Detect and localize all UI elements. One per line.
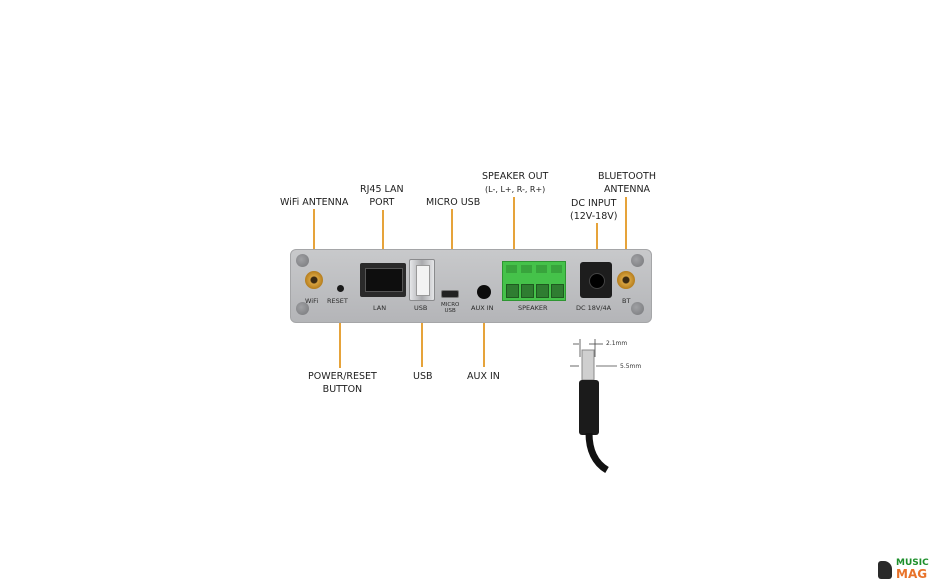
aux-in-port-label: AUX IN: [471, 304, 494, 312]
screw-icon: [631, 254, 644, 267]
rj45-lan-port-label: RJ45 LAN PORT: [360, 183, 404, 209]
speaker-out-line1: SPEAKER OUT: [482, 171, 549, 182]
wifi-leader-line: [313, 209, 315, 271]
dc-input-jack: [580, 262, 612, 298]
bt-antenna-line1: BLUETOOTH: [598, 171, 656, 182]
plug-body: [579, 380, 599, 435]
bt-leader-line: [625, 197, 627, 273]
power-reset-line1: POWER/RESET: [308, 371, 377, 382]
reset-button: [337, 285, 344, 292]
aux-in-label: AUX IN: [467, 371, 500, 382]
bt-port-label: BT: [622, 297, 631, 305]
wifi-antenna-label: WiFi ANTENNA: [280, 197, 349, 208]
micro-usb-label: MICRO USB: [426, 197, 481, 208]
micro-usb-port-line2: USB: [444, 308, 456, 314]
lan-port: [360, 263, 406, 297]
usb-leader-line: [421, 299, 423, 367]
screw-icon: [631, 302, 644, 315]
plug-cable: [585, 432, 609, 474]
micro-usb-port-line1: MICRO: [441, 302, 460, 308]
dc-input-line2: (12V-18V): [570, 211, 618, 222]
lan-leader-line: [382, 210, 384, 264]
plug-tip: [581, 349, 595, 381]
power-reset-line2: BUTTON: [322, 384, 363, 395]
dc-leader-line: [596, 223, 598, 264]
reset-leader-line: [339, 292, 341, 368]
aux-leader-line: [483, 297, 485, 367]
lan-port-label: LAN: [373, 304, 387, 312]
speaker-out-line2: (L-, L+, R-, R+): [485, 185, 546, 194]
bt-antenna-line2: ANTENNA: [603, 184, 651, 195]
dimension-5.5mm: 5.5mm: [620, 363, 642, 370]
wifi-antenna-connector: [305, 271, 323, 289]
guitarist-icon: [878, 561, 892, 579]
watermark-line1: MUSIC: [896, 558, 929, 568]
speaker-port-label: SPEAKER: [518, 304, 548, 312]
dimension-lines: [570, 339, 617, 367]
reset-port-label: RESET: [327, 297, 348, 305]
screw-icon: [296, 254, 309, 267]
power-reset-label: POWER/RESET BUTTON: [308, 370, 377, 396]
speaker-leader-line: [513, 197, 515, 263]
rj45-line2: PORT: [369, 197, 395, 208]
speaker-out-label: SPEAKER OUT (L-, L+, R-, R+): [482, 170, 548, 196]
dc-input-label: DC INPUT (12V-18V): [570, 197, 617, 223]
micro-usb-port-label: MICRO USB: [441, 302, 459, 314]
usb-label: USB: [413, 371, 433, 382]
dc-input-line1: DC INPUT: [571, 198, 617, 209]
usb-port-label: USB: [414, 304, 428, 312]
wifi-port-label: WiFi: [305, 297, 319, 305]
micro-usb-port: [441, 290, 459, 298]
bluetooth-antenna-label: BLUETOOTH ANTENNA: [598, 170, 656, 196]
aux-in-jack: [477, 285, 491, 299]
dc-port-label: DC 18V/4A: [576, 304, 612, 312]
bt-antenna-connector: [617, 271, 635, 289]
screw-icon: [296, 302, 309, 315]
usb-port: [409, 259, 435, 301]
watermark-logo: MUSIC MAG: [874, 558, 934, 582]
speaker-terminal-block: [502, 261, 566, 301]
watermark-line2: MAG: [896, 567, 928, 581]
dc-plug-illustration: [570, 339, 617, 474]
dimension-2.1mm: 2.1mm: [606, 340, 628, 347]
rj45-line1: RJ45 LAN: [360, 184, 404, 195]
